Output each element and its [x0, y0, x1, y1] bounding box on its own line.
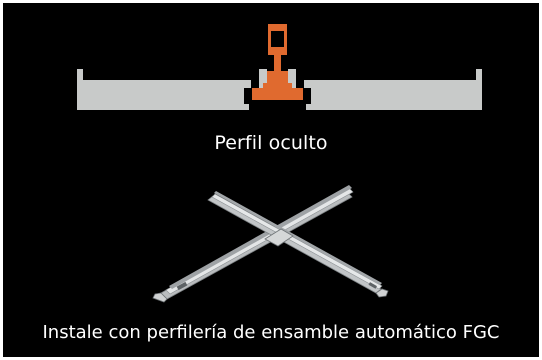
main-runner-end-slot — [176, 281, 188, 291]
cross-tee — [207, 191, 389, 298]
cross-tee-bulb — [214, 191, 382, 285]
install-caption: Instale con perfilería de ensamble autom… — [42, 322, 500, 343]
left-spline-clip — [259, 69, 267, 88]
profile-section-illustration — [77, 24, 482, 110]
profile-web — [274, 55, 281, 71]
cross-tee-web — [211, 193, 383, 290]
figure-artwork — [77, 24, 482, 303]
main-runner-web — [165, 187, 354, 295]
main-runner-end-tab — [152, 292, 168, 303]
cross-tee-body — [207, 195, 382, 294]
cross-tee-end-slot — [368, 282, 377, 289]
profile-flange — [252, 88, 303, 100]
profile-shoulders — [267, 71, 288, 83]
profile-caption: Perfil oculto — [214, 132, 328, 154]
main-runner-bulb — [169, 185, 352, 289]
figure-panel: Perfil oculto Instale con perfilería de … — [3, 3, 539, 357]
right-spline-clip — [288, 69, 296, 88]
profile-bulb-slot — [274, 33, 281, 45]
main-runner — [152, 185, 354, 303]
left-ceiling-tile — [77, 69, 251, 110]
right-ceiling-tile — [304, 69, 482, 110]
cross-tee-end-tab — [375, 288, 389, 298]
profile-flange-core — [263, 83, 292, 89]
grid-intersection-clip — [264, 228, 294, 247]
profile-bulb-base — [268, 47, 287, 55]
grid-assembly-illustration — [152, 185, 389, 303]
concealed-t-profile — [252, 24, 303, 100]
